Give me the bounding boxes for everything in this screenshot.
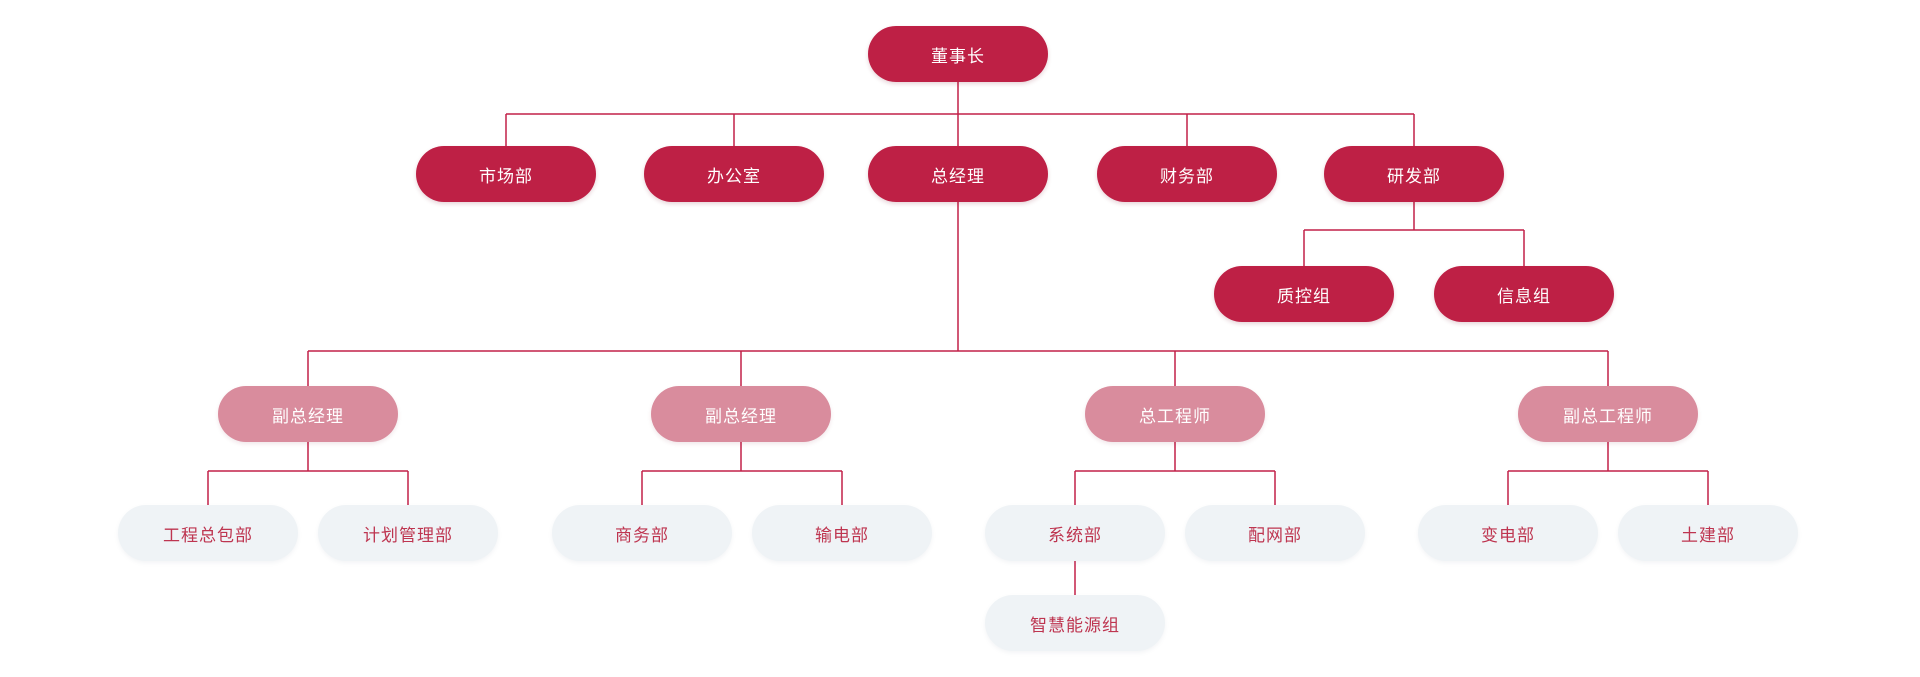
org-node-label: 副总经理: [272, 406, 344, 426]
org-node-label: 系统部: [1048, 525, 1102, 545]
org-node-label: 变电部: [1481, 525, 1535, 545]
org-node-marketing-dept[interactable]: 市场部: [416, 146, 596, 202]
edge-chief-engineer-children: [1074, 442, 1276, 505]
org-node-label: 输电部: [815, 525, 869, 545]
edge-gm-children: [307, 202, 1609, 386]
org-node-general-manager[interactable]: 总经理: [868, 146, 1048, 202]
org-node-substation-dept[interactable]: 变电部: [1418, 505, 1598, 561]
org-node-planning-management-dept[interactable]: 计划管理部: [318, 505, 498, 561]
org-node-label: 土建部: [1681, 525, 1735, 545]
org-node-label: 副总经理: [705, 406, 777, 426]
org-node-label: 质控组: [1277, 286, 1331, 306]
edge-chairman-children: [505, 82, 1415, 146]
edge-deputy-gm-1-children: [207, 442, 409, 505]
org-node-finance-dept[interactable]: 财务部: [1097, 146, 1277, 202]
org-node-office[interactable]: 办公室: [644, 146, 824, 202]
org-node-label: 商务部: [615, 525, 669, 545]
org-node-system-dept[interactable]: 系统部: [985, 505, 1165, 561]
org-node-deputy-gm-2[interactable]: 副总经理: [651, 386, 831, 442]
org-node-deputy-gm-1[interactable]: 副总经理: [218, 386, 398, 442]
edge-deputy-chief-engineer-children: [1507, 442, 1709, 505]
org-node-smart-energy-group[interactable]: 智慧能源组: [985, 595, 1165, 651]
org-node-label: 财务部: [1160, 166, 1214, 186]
org-node-quality-control-group[interactable]: 质控组: [1214, 266, 1394, 322]
org-node-label: 研发部: [1387, 166, 1441, 186]
org-node-epc-dept[interactable]: 工程总包部: [118, 505, 298, 561]
org-node-label: 工程总包部: [163, 525, 253, 545]
edge-rd-children: [1303, 202, 1525, 266]
org-node-power-transmission-dept[interactable]: 输电部: [752, 505, 932, 561]
org-node-information-group[interactable]: 信息组: [1434, 266, 1614, 322]
org-node-label: 办公室: [707, 166, 761, 186]
org-node-label: 配网部: [1248, 525, 1302, 545]
org-node-distribution-network-dept[interactable]: 配网部: [1185, 505, 1365, 561]
org-node-label: 总工程师: [1139, 406, 1211, 426]
org-node-deputy-chief-engineer[interactable]: 副总工程师: [1518, 386, 1698, 442]
org-node-label: 董事长: [931, 46, 985, 66]
org-node-label: 信息组: [1497, 286, 1551, 306]
org-node-label: 市场部: [479, 166, 533, 186]
org-node-rd-dept[interactable]: 研发部: [1324, 146, 1504, 202]
org-node-label: 智慧能源组: [1030, 615, 1120, 635]
org-node-label: 总经理: [931, 166, 985, 186]
org-node-civil-engineering-dept[interactable]: 土建部: [1618, 505, 1798, 561]
org-node-commerce-dept[interactable]: 商务部: [552, 505, 732, 561]
org-node-label: 副总工程师: [1563, 406, 1653, 426]
org-node-label: 计划管理部: [363, 525, 453, 545]
org-node-chairman[interactable]: 董事长: [868, 26, 1048, 82]
org-node-chief-engineer[interactable]: 总工程师: [1085, 386, 1265, 442]
edge-deputy-gm-2-children: [641, 442, 843, 505]
